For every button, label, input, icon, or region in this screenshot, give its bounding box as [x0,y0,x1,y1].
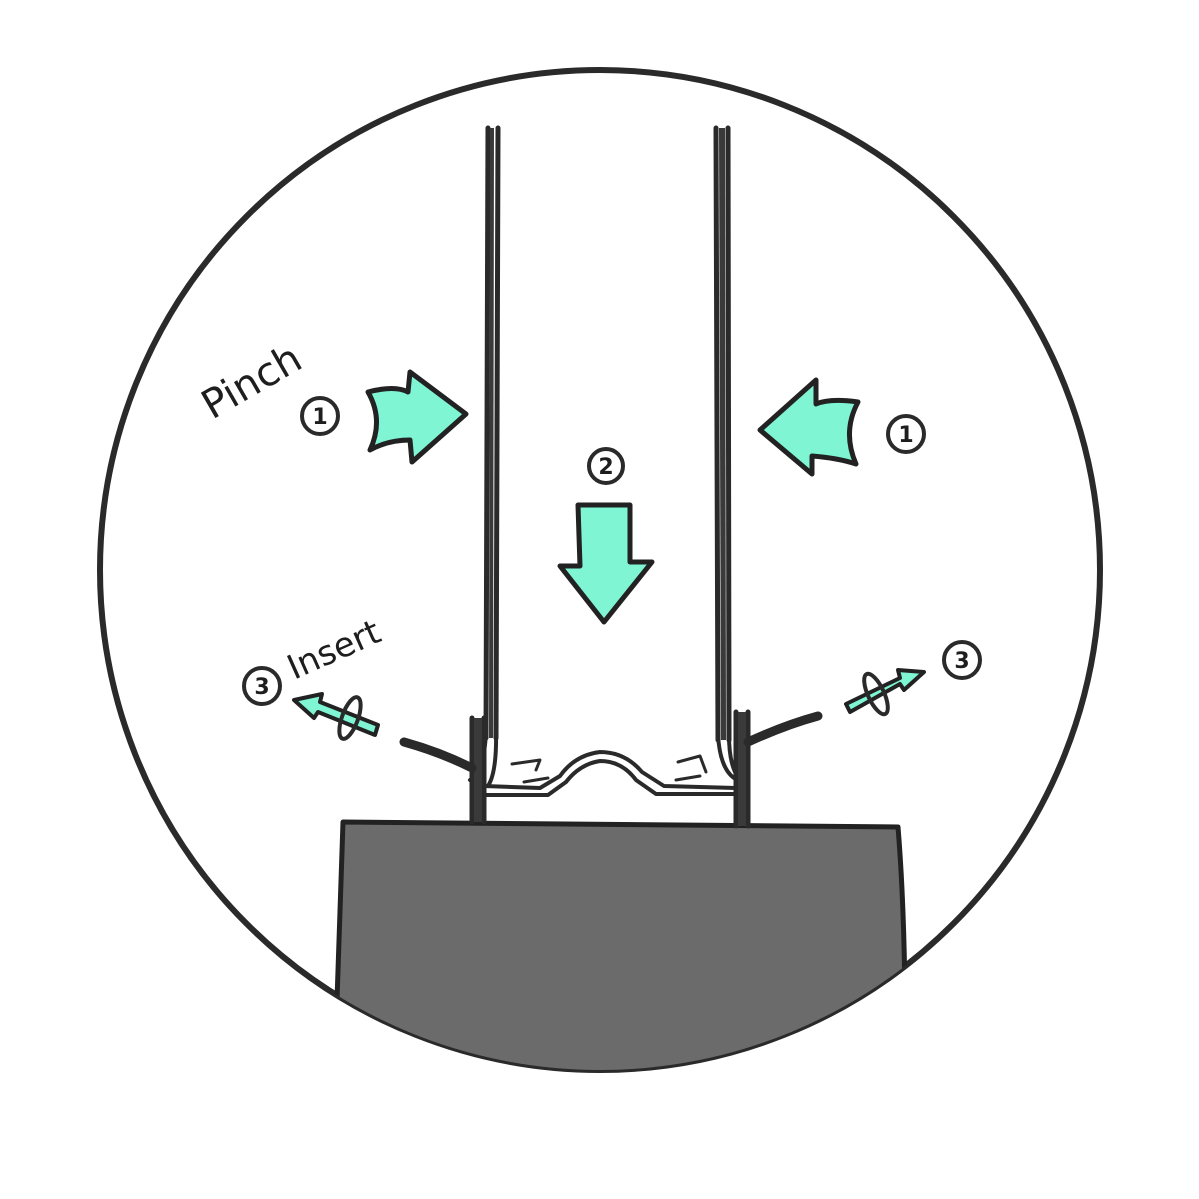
right-leg [713,125,744,784]
svg-text:3: 3 [254,675,269,700]
step-badge-pinch-right: 1 [886,414,926,454]
step-badge-insert-left: 3 [242,666,282,706]
svg-text:3: 3 [954,649,969,674]
right-prong [743,711,823,747]
step-badge-push-down: 2 [587,447,625,485]
step-badge-pinch-left: 1 [300,396,340,436]
left-prong [399,737,477,773]
left-leg [468,125,501,788]
svg-text:1: 1 [312,405,327,430]
right-post [733,709,751,829]
svg-text:1: 1 [898,423,913,448]
pinch-label: Pinch [194,335,310,428]
svg-text:2: 2 [598,455,613,480]
rotate-arrow-icon-right [844,668,926,717]
bridge-wire [482,750,738,797]
arrow-left-icon [757,377,861,477]
rotate-arrow-icon [292,692,380,741]
step-badge-insert-right: 3 [942,640,982,680]
base-block [333,819,908,1070]
insert-label: Insert [281,612,386,688]
arrow-right-icon [365,369,469,465]
arrow-down-icon [557,502,655,625]
